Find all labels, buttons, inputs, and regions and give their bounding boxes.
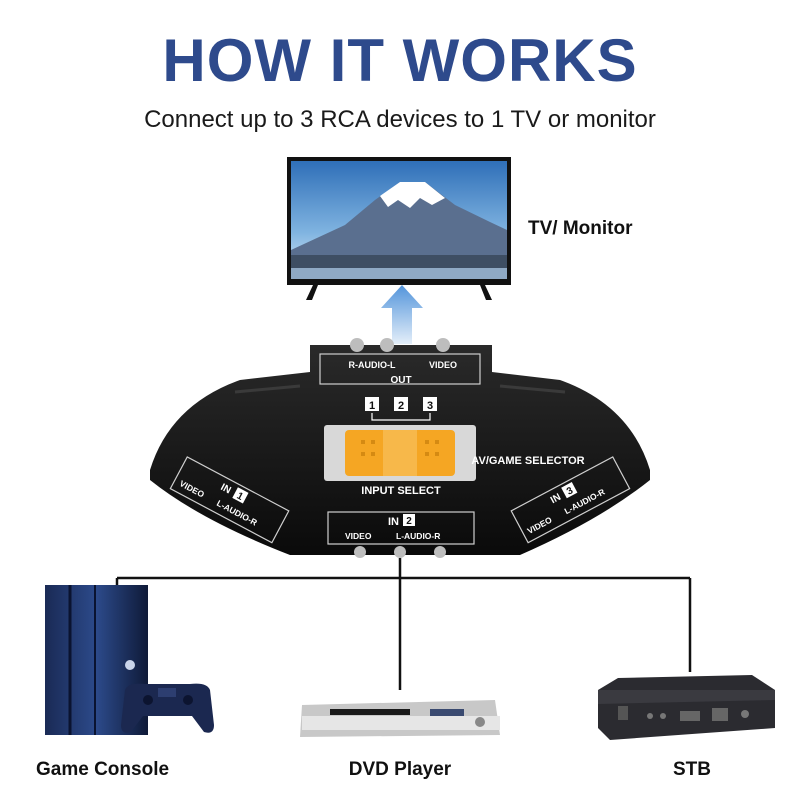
stb-label: STB — [673, 759, 711, 780]
in1-number: 1 — [235, 491, 245, 504]
input-select-label: INPUT SELECT — [361, 485, 441, 497]
in2-jack-video — [354, 546, 366, 558]
position-2: 2 — [398, 400, 404, 412]
in2-number: 2 — [406, 516, 412, 527]
usb-port — [618, 706, 628, 720]
dvd-tray — [330, 709, 410, 715]
position-1-box — [365, 397, 379, 411]
game-console-label: Game Console — [36, 759, 170, 780]
game-console — [45, 585, 214, 735]
out-jack-l — [380, 338, 394, 352]
lake — [291, 268, 507, 279]
dvd-display — [430, 709, 464, 716]
page-title: HOW IT WORKS — [162, 27, 638, 94]
out-video-label: VIDEO — [429, 360, 457, 370]
stb-box — [598, 675, 775, 740]
ethernet-port — [712, 708, 728, 721]
out-jack-video — [436, 338, 450, 352]
out-audio-label: R-AUDIO-L — [349, 360, 396, 370]
out-box — [319, 353, 481, 385]
brand-label: AV/GAME SELECTOR — [471, 455, 584, 467]
in2-jack-r — [434, 546, 446, 558]
av-switch: R-AUDIO-L VIDEO OUT 1 2 3 INPUT SELECT A… — [150, 338, 650, 558]
in2-video: VIDEO — [345, 531, 372, 541]
in3-prefix: IN — [549, 492, 563, 506]
tv-monitor — [287, 157, 511, 300]
in1-prefix: IN — [219, 482, 233, 496]
hdmi-port — [680, 711, 700, 721]
page-subtitle: Connect up to 3 RCA devices to 1 TV or m… — [144, 106, 656, 133]
position-3: 3 — [427, 400, 433, 412]
in2-jack-l — [394, 546, 406, 558]
tv-leg-right — [480, 285, 492, 300]
dvd-player — [300, 700, 500, 737]
position-2-box — [394, 397, 408, 411]
in2-audio: L-AUDIO-R — [396, 531, 440, 541]
dvd-player-label: DVD Player — [348, 759, 452, 780]
out-jack-r — [350, 338, 364, 352]
mountain-snow — [380, 182, 445, 208]
mountain — [291, 182, 507, 279]
in3-number: 3 — [565, 485, 575, 498]
up-arrow-icon — [381, 285, 423, 344]
in2-panel: IN 2 VIDEO L-AUDIO-R — [327, 511, 475, 545]
in2-prefix: IN — [388, 516, 399, 528]
position-1: 1 — [369, 400, 375, 412]
out-label: OUT — [390, 375, 411, 386]
tv-monitor-label: TV/ Monitor — [528, 218, 633, 239]
position-3-box — [423, 397, 437, 411]
connector-lines — [115, 558, 692, 690]
playstation-logo-icon — [125, 660, 135, 670]
tv-leg-left — [306, 285, 318, 300]
